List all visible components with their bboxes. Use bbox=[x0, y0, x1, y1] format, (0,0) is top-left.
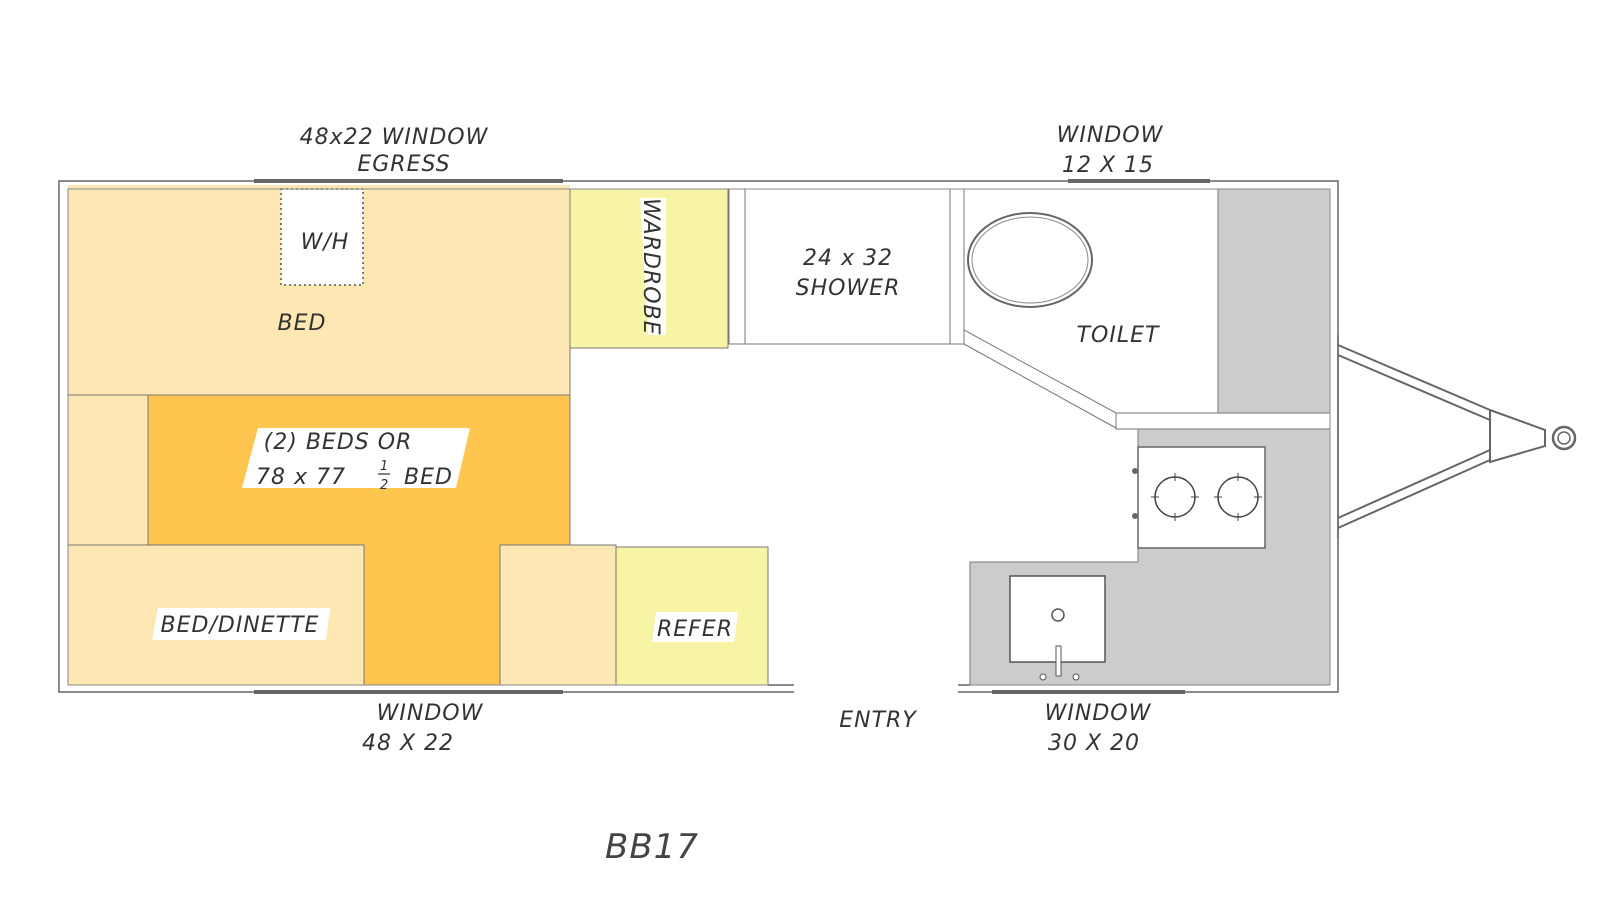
shower-wall bbox=[949, 188, 965, 345]
hitch-frame-upper bbox=[1337, 344, 1491, 411]
top-right-window-label-2: 12 X 15 bbox=[1062, 153, 1154, 178]
shower-box bbox=[744, 188, 951, 345]
wardrobe-label-bg bbox=[640, 198, 666, 335]
refer-label: REFER bbox=[657, 617, 733, 642]
shower-label-2: SHOWER bbox=[796, 276, 901, 301]
shower-label-1: 24 x 32 bbox=[803, 246, 893, 271]
toilet-bowl bbox=[967, 212, 1093, 308]
front-storage bbox=[1217, 188, 1331, 414]
burner-right bbox=[1214, 473, 1262, 521]
wardrobe-label: WARDROBE bbox=[638, 198, 663, 336]
bottom-right-window-label-1: WINDOW bbox=[1045, 701, 1152, 726]
shower-area bbox=[728, 188, 746, 345]
bottom-right-window-label-2: 30 X 20 bbox=[1048, 731, 1140, 756]
beds-label-frac-num: 1 bbox=[380, 459, 389, 474]
entry-gap bbox=[794, 680, 958, 696]
beds-label-2b: BED bbox=[404, 465, 453, 490]
bed-label: BED bbox=[278, 311, 327, 336]
beds-label-2a: 78 x 77 bbox=[256, 465, 346, 490]
egress-window-label-1: 48x22 WINDOW bbox=[300, 125, 489, 150]
beds-label-frac-den: 2 bbox=[380, 478, 389, 493]
sink-drain bbox=[1051, 608, 1065, 622]
model-name: BB17 bbox=[605, 827, 699, 867]
burner-left bbox=[1151, 473, 1199, 521]
dinette-bench bbox=[499, 544, 617, 686]
hitch-coupler bbox=[1489, 408, 1546, 464]
hitch-frame-lower bbox=[1337, 459, 1491, 529]
faucet bbox=[1055, 645, 1062, 677]
stove-knob-1 bbox=[1132, 468, 1138, 474]
hitch-frame-lower-2 bbox=[1337, 449, 1491, 519]
egress-window-label-2: EGRESS bbox=[357, 152, 450, 177]
bottom-left-window-label-2: 48 X 22 bbox=[362, 731, 454, 756]
beds-label-1: (2) BEDS OR bbox=[264, 430, 413, 455]
stove bbox=[1137, 446, 1266, 549]
bed-dinette-label: BED/DINETTE bbox=[161, 613, 320, 638]
stove-knob-2 bbox=[1132, 513, 1138, 519]
refer-label-bg bbox=[652, 612, 738, 642]
toilet-bowl-inner bbox=[971, 216, 1089, 304]
side-bench bbox=[67, 394, 149, 546]
toilet-room-inner bbox=[963, 343, 1117, 429]
toilet-ledge bbox=[1115, 412, 1331, 430]
top-right-window-label-1: WINDOW bbox=[1057, 123, 1164, 148]
exterior-wall-inner bbox=[67, 188, 1331, 686]
bed-dinette-label-bg bbox=[152, 608, 330, 640]
beds-label-bg bbox=[242, 428, 470, 488]
bottom-left-window-label-1: WINDOW bbox=[377, 701, 484, 726]
water-heater-label: W/H bbox=[301, 230, 350, 255]
hitch-ball-inner bbox=[1557, 431, 1571, 445]
faucet-handle-1 bbox=[1039, 673, 1047, 681]
entry-label: ENTRY bbox=[839, 708, 917, 733]
toilet-label: TOILET bbox=[1077, 323, 1160, 348]
hitch-frame-upper-2 bbox=[1337, 354, 1491, 421]
hitch-ball-icon bbox=[1551, 425, 1577, 451]
faucet-handle-2 bbox=[1072, 673, 1080, 681]
